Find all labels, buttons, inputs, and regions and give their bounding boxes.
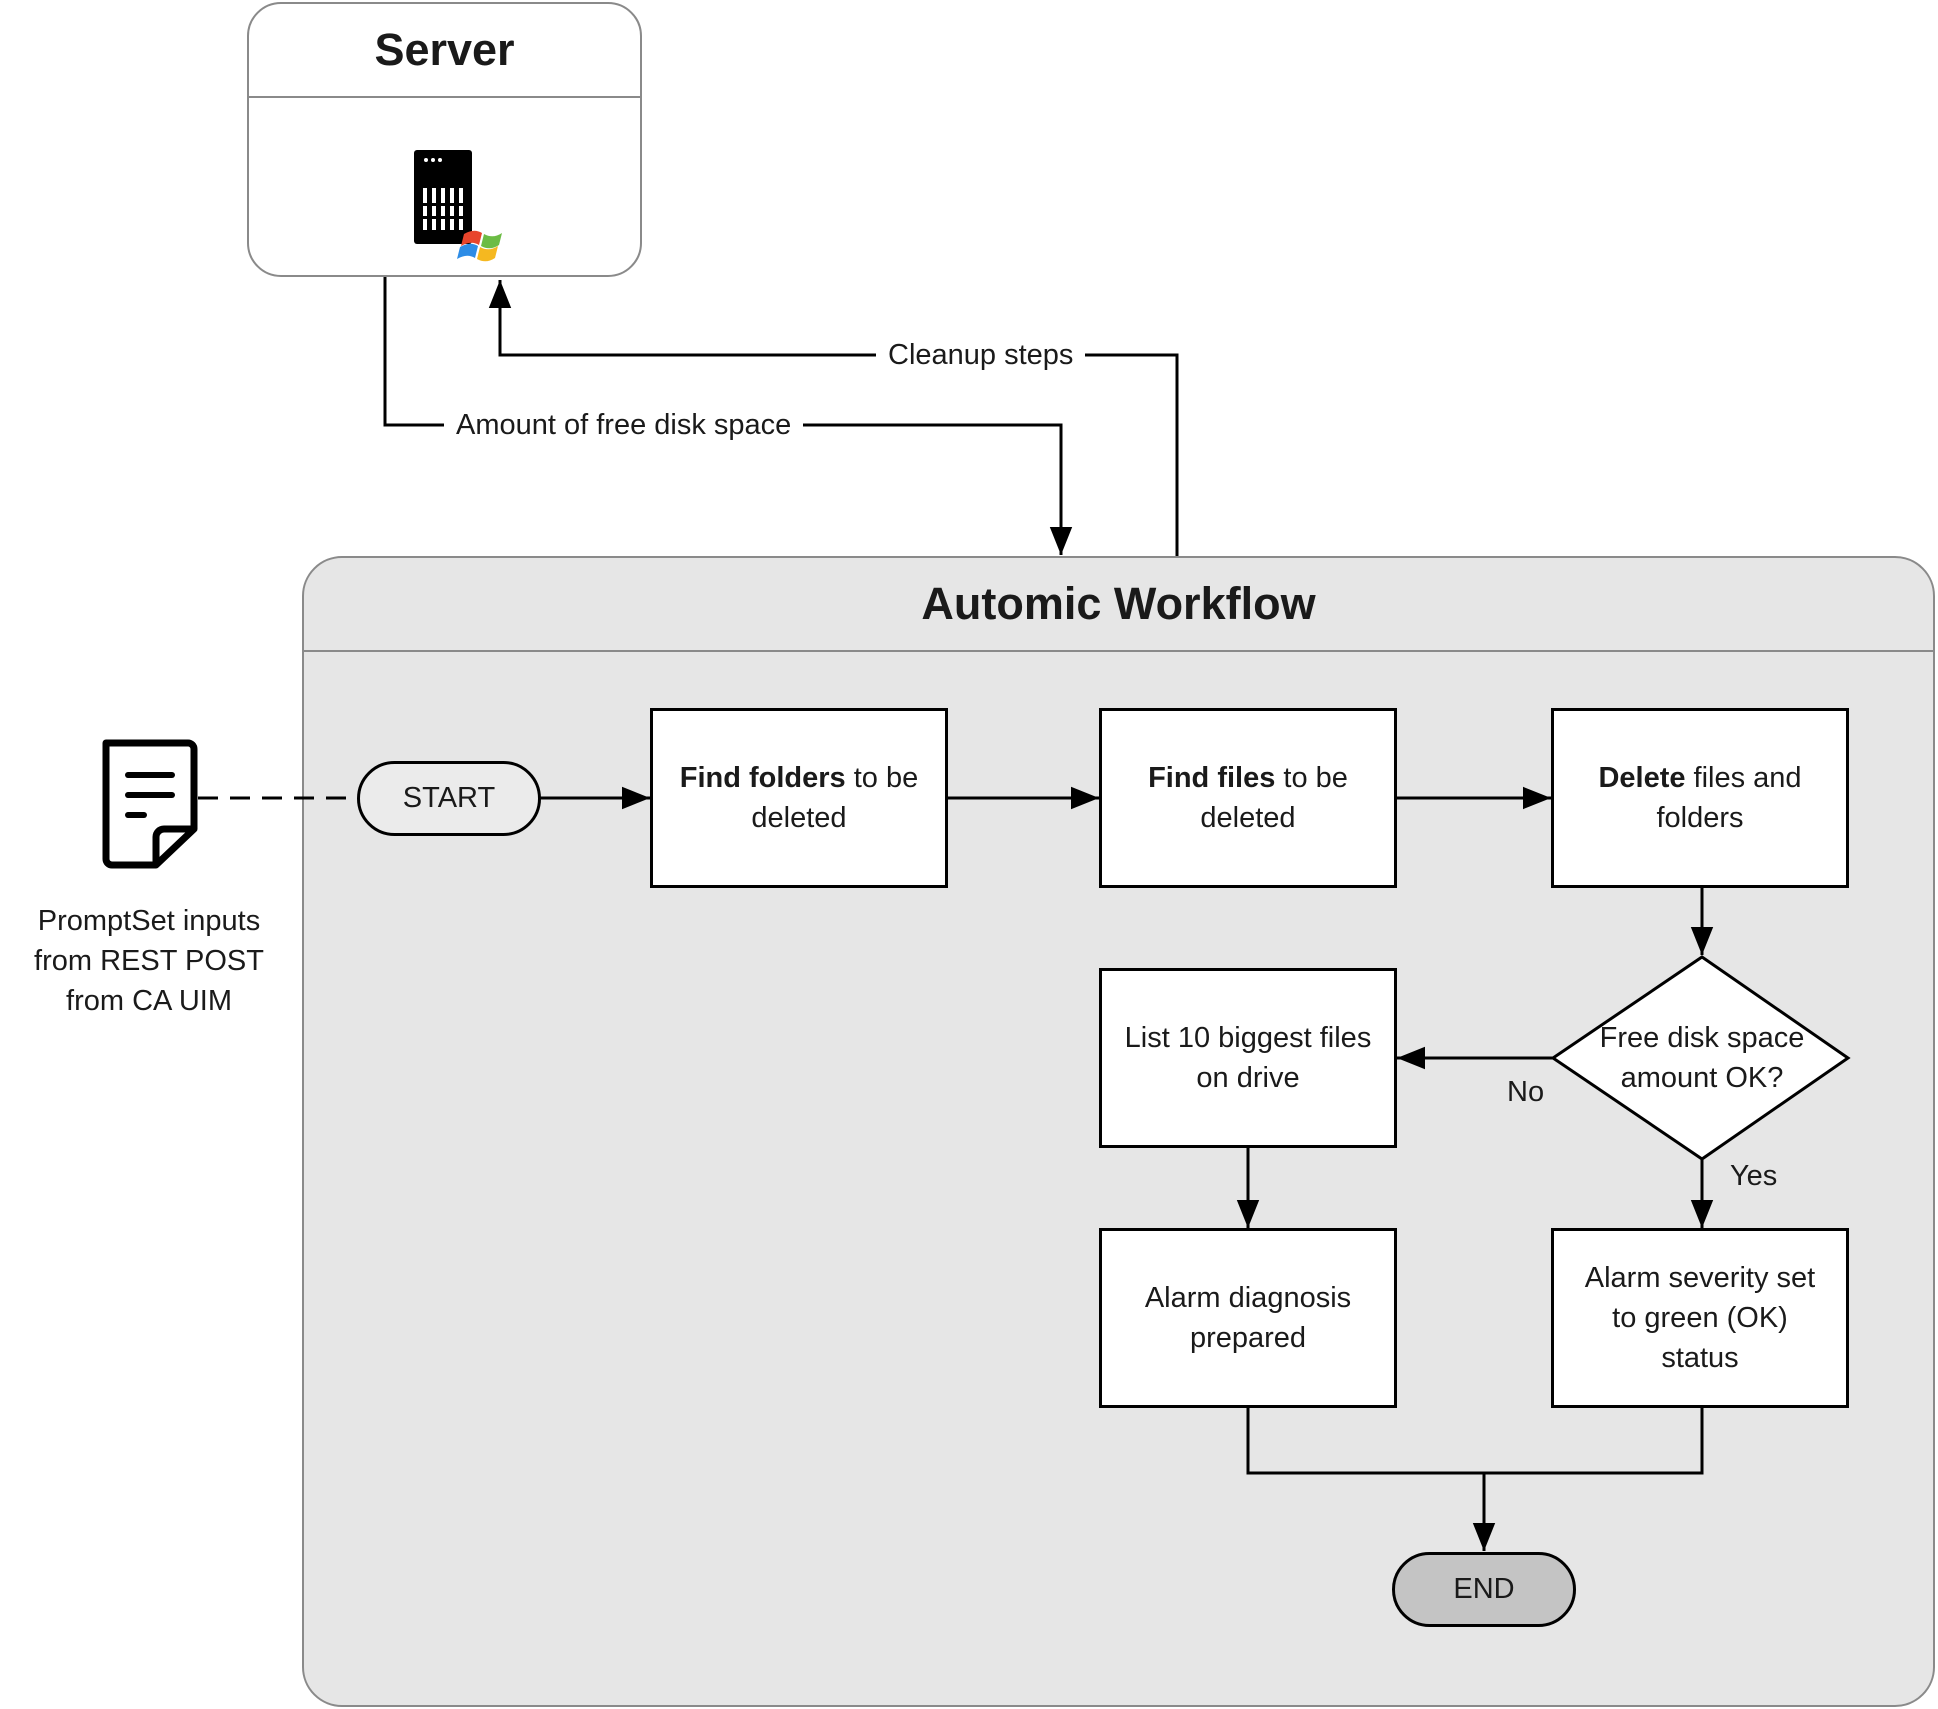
process-find-folders-text: to be deleted bbox=[751, 762, 919, 834]
flow-label-cleanup: Cleanup steps bbox=[876, 335, 1086, 375]
branch-no-label: No bbox=[1507, 1076, 1545, 1108]
decision-diamond bbox=[1550, 955, 1851, 1161]
document-icon bbox=[102, 739, 198, 869]
windows-server-icon bbox=[414, 150, 502, 262]
server-panel: Server bbox=[247, 2, 642, 277]
input-caption-line: from REST POST bbox=[34, 945, 264, 977]
server-title: Server bbox=[249, 4, 640, 98]
process-delete: Delete files and folders bbox=[1551, 708, 1849, 888]
flow-label-free-space: Amount of free disk space bbox=[444, 405, 804, 445]
process-find-files-bold: Find files bbox=[1148, 762, 1276, 794]
process-find-folders-bold: Find folders bbox=[679, 762, 846, 794]
edge-diagnosis-merge bbox=[1246, 1406, 1704, 1475]
input-caption: PromptSet inputs from REST POST from CA … bbox=[8, 901, 290, 1021]
process-find-folders: Find folders to be deleted bbox=[650, 708, 948, 888]
process-diagnosis: Alarm diagnosis prepared bbox=[1099, 1228, 1397, 1408]
edge-cleanup bbox=[488, 280, 1179, 556]
process-find-files: Find files to be deleted bbox=[1099, 708, 1397, 888]
input-caption-line: PromptSet inputs bbox=[37, 905, 261, 937]
branch-yes-label: Yes bbox=[1730, 1160, 1778, 1192]
process-severity: Alarm severity set to green (OK) status bbox=[1551, 1228, 1849, 1408]
start-terminal: START bbox=[357, 761, 541, 836]
workflow-title: Automic Workflow bbox=[304, 558, 1933, 652]
input-caption-line: from CA UIM bbox=[66, 985, 232, 1017]
process-list-files: List 10 biggest files on drive bbox=[1099, 968, 1397, 1148]
process-delete-bold: Delete bbox=[1598, 762, 1686, 794]
end-terminal: END bbox=[1392, 1552, 1576, 1627]
process-delete-text: files and folders bbox=[1656, 762, 1802, 834]
decision-label: Free disk space amount OK? bbox=[1599, 1022, 1805, 1094]
process-find-files-text: to be deleted bbox=[1200, 762, 1348, 834]
